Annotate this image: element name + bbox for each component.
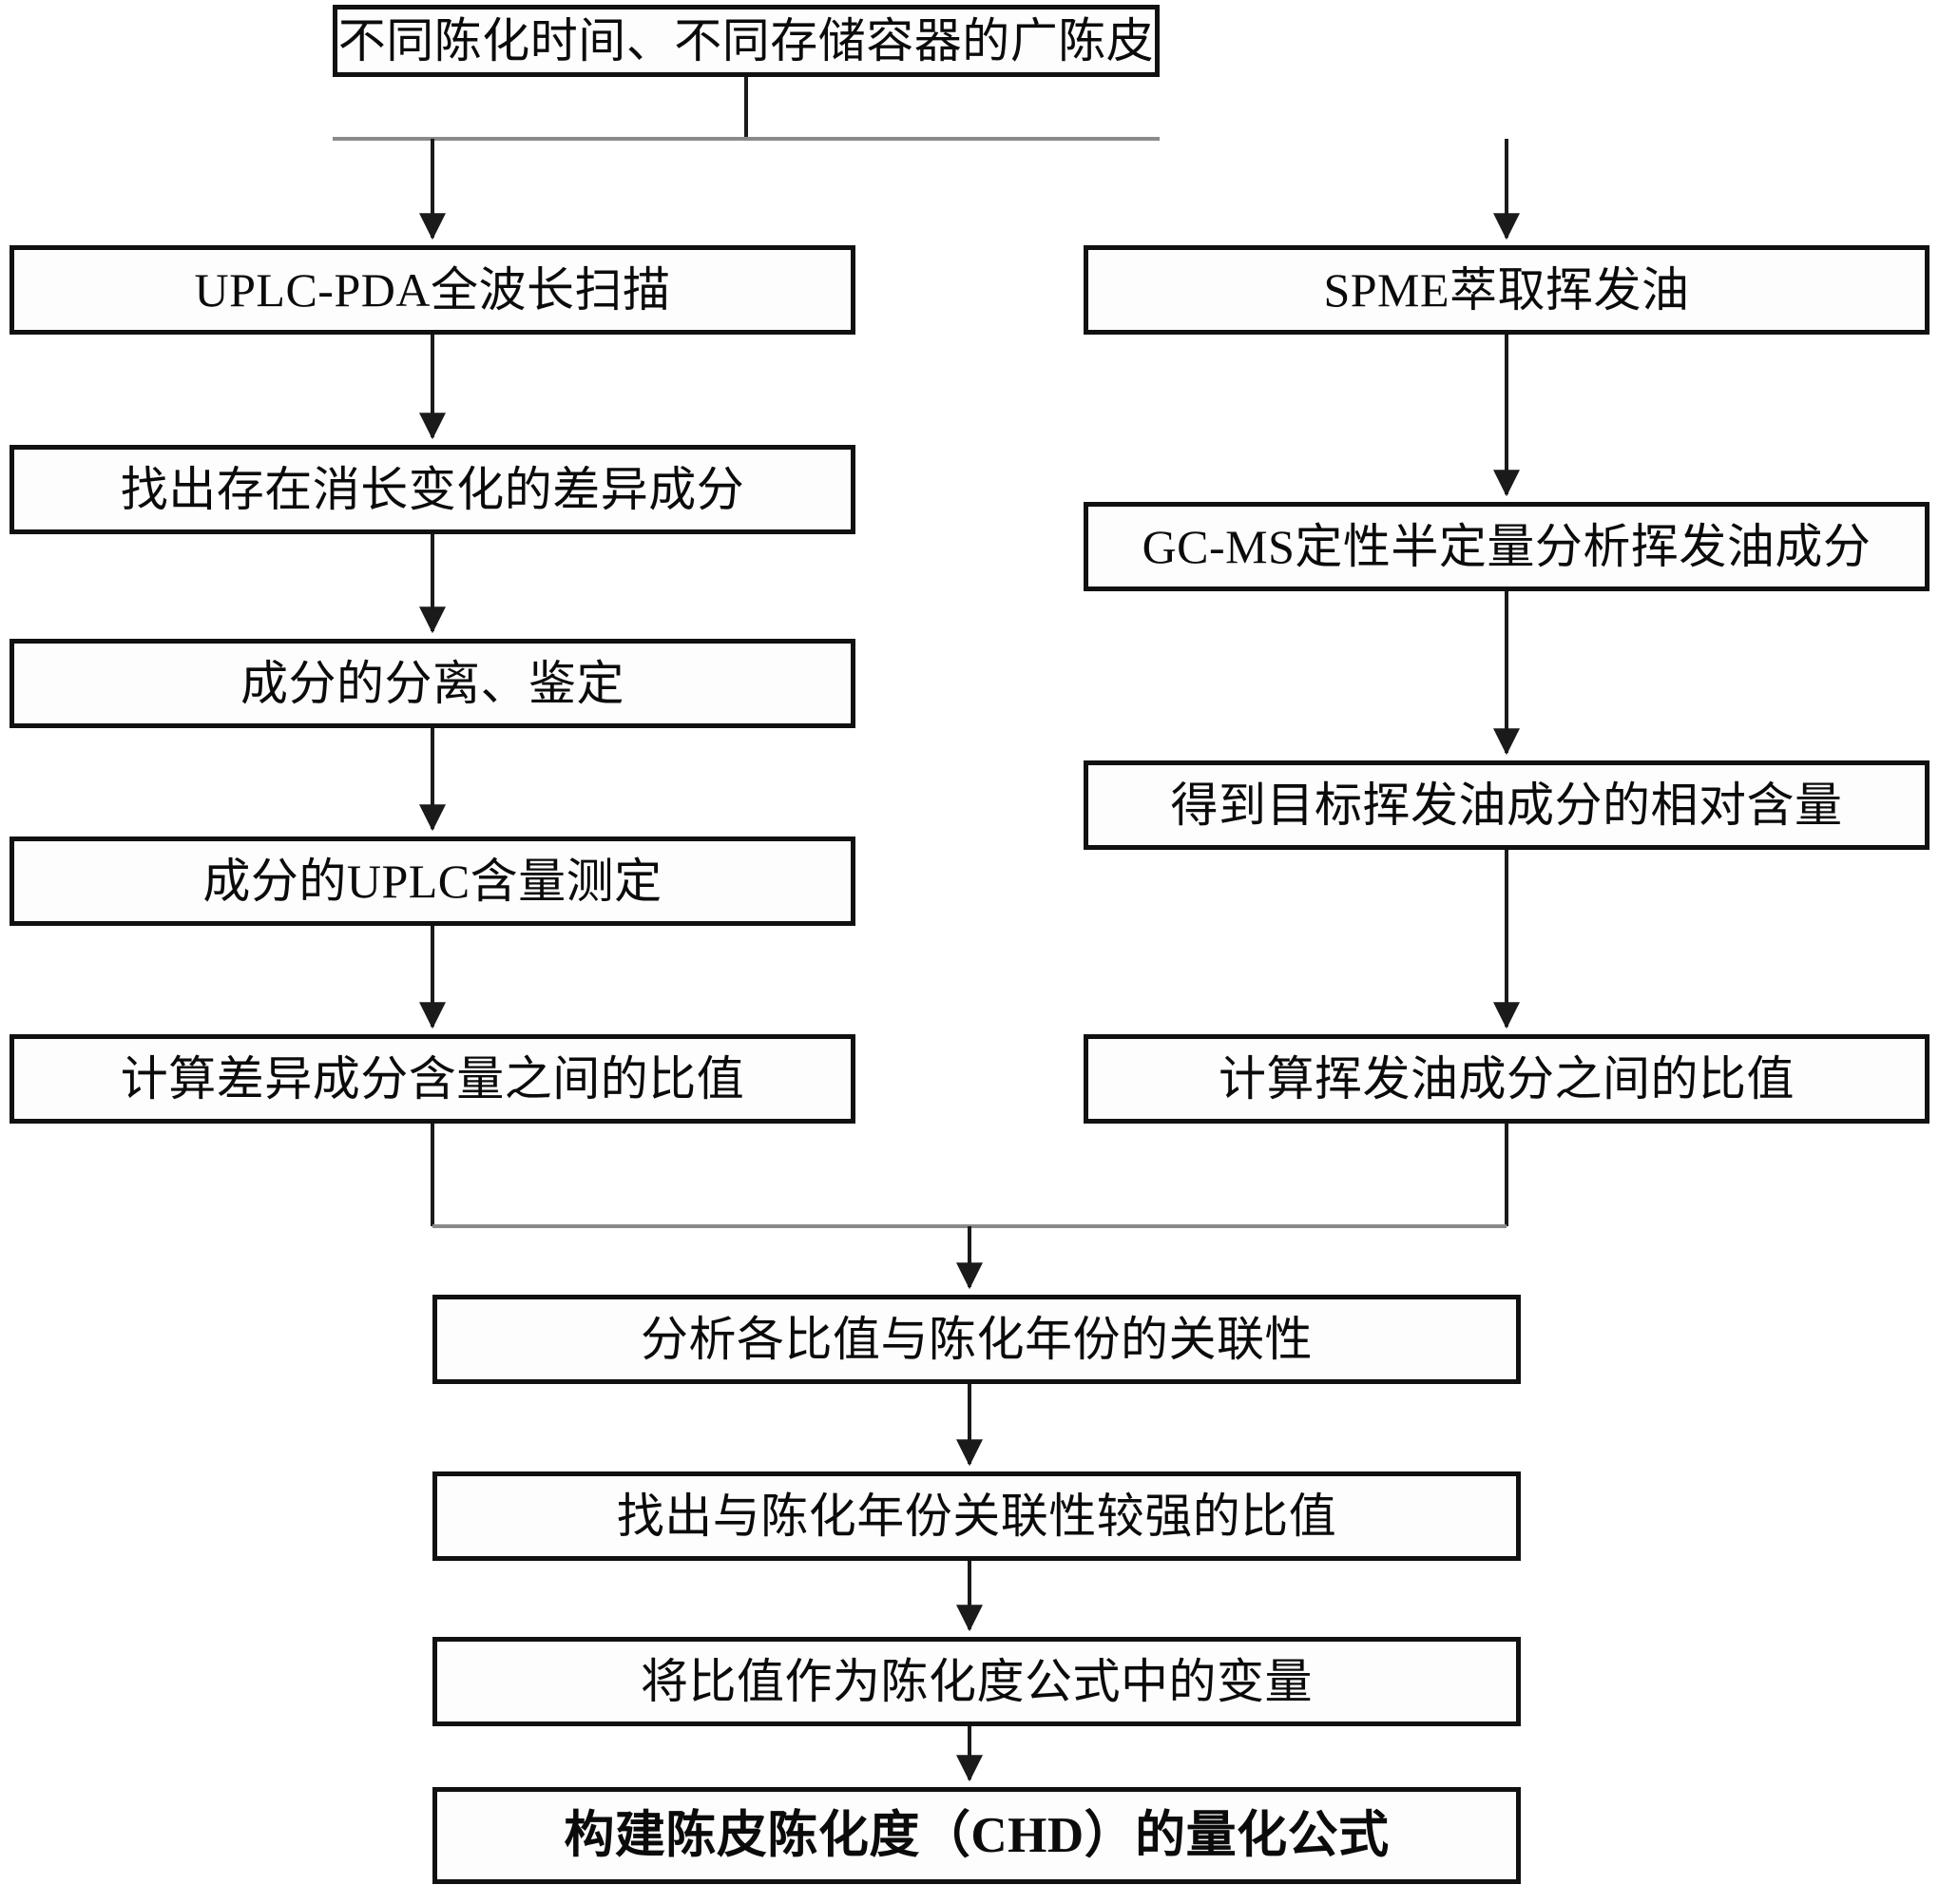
node-start-label: 不同陈化时间、不同存储容器的广陈皮 — [337, 13, 1155, 67]
node-build-chd-formula-label: 构建陈皮陈化度（CHD）的量化公式 — [564, 1807, 1390, 1863]
node-ratio-as-variable[interactable]: 将比值作为陈化度公式中的变量 — [432, 1637, 1521, 1726]
edge-start-split — [333, 77, 1520, 240]
node-uplc-content-determination-label: 成分的UPLC含量测定 — [202, 854, 662, 908]
node-relative-content[interactable]: 得到目标挥发油成分的相对含量 — [1084, 760, 1929, 850]
node-uplc-content-determination[interactable]: 成分的UPLC含量测定 — [10, 837, 855, 926]
node-spme-extraction[interactable]: SPME萃取挥发油 — [1084, 245, 1929, 335]
node-find-differential-components[interactable]: 找出存在消长变化的差异成分 — [10, 445, 855, 534]
node-gcms-analysis[interactable]: GC-MS定性半定量分析挥发油成分 — [1084, 502, 1929, 591]
node-start[interactable]: 不同陈化时间、不同存储容器的广陈皮 — [333, 5, 1160, 77]
node-calc-volatile-ratio-label: 计算挥发油成分之间的比值 — [1219, 1051, 1795, 1106]
node-build-chd-formula[interactable]: 构建陈皮陈化度（CHD）的量化公式 — [432, 1787, 1521, 1884]
node-relative-content-label: 得到目标挥发油成分的相对含量 — [1170, 778, 1843, 832]
edge-merge — [431, 1124, 1508, 1290]
node-gcms-analysis-label: GC-MS定性半定量分析挥发油成分 — [1142, 519, 1872, 573]
node-separate-identify-components[interactable]: 成分的分离、鉴定 — [10, 639, 855, 728]
node-calc-differential-ratio[interactable]: 计算差异成分含量之间的比值 — [10, 1034, 855, 1124]
node-find-strong-ratio[interactable]: 找出与陈化年份关联性较强的比值 — [432, 1471, 1521, 1561]
node-spme-extraction-label: SPME萃取挥发油 — [1323, 262, 1690, 317]
node-ratio-as-variable-label: 将比值作为陈化度公式中的变量 — [641, 1654, 1313, 1708]
node-analyze-correlation[interactable]: 分析各比值与陈化年份的关联性 — [432, 1295, 1521, 1384]
node-uplc-pda-scan[interactable]: UPLC-PDA全波长扫描 — [10, 245, 855, 335]
node-analyze-correlation-label: 分析各比值与陈化年份的关联性 — [641, 1312, 1313, 1366]
node-calc-volatile-ratio[interactable]: 计算挥发油成分之间的比值 — [1084, 1034, 1929, 1124]
node-uplc-pda-scan-label: UPLC-PDA全波长扫描 — [194, 262, 671, 317]
node-separate-identify-components-label: 成分的分离、鉴定 — [240, 656, 624, 710]
node-find-strong-ratio-label: 找出与陈化年份关联性较强的比值 — [616, 1489, 1337, 1543]
node-calc-differential-ratio-label: 计算差异成分含量之间的比值 — [120, 1051, 745, 1106]
node-find-differential-components-label: 找出存在消长变化的差异成分 — [120, 462, 745, 516]
